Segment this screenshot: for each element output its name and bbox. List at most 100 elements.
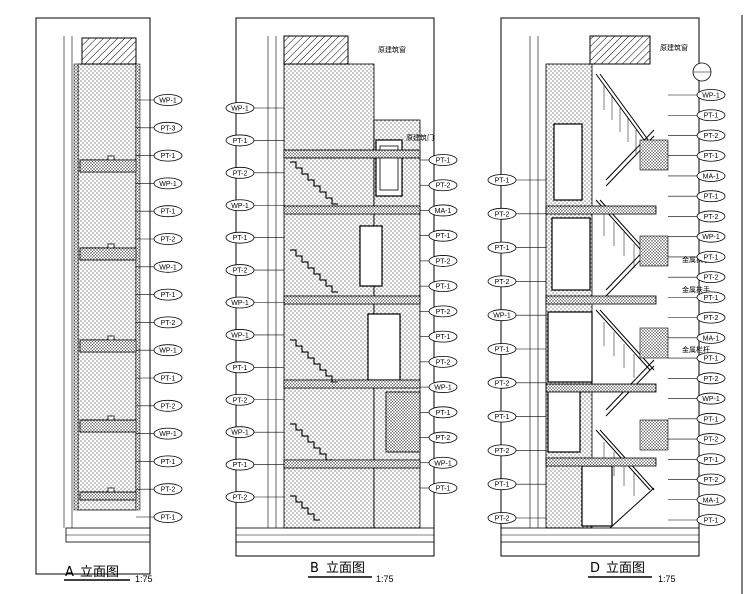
panel-b-title: 立面图	[326, 561, 365, 576]
panel-d-right-tag-ellipse-11	[696, 311, 726, 324]
panel-d-left-tag-ellipse-2	[487, 241, 517, 254]
panel-d-slabs	[545, 205, 657, 467]
panel-d-left-tag-6: PT-2	[495, 380, 510, 387]
panel-a-frame	[35, 17, 151, 575]
panel-b-left-tag-ellipse-12	[225, 491, 255, 503]
panel-a-tag-ellipse-5	[153, 233, 183, 245]
panel-b-window	[283, 35, 349, 65]
panel-b-right-tag-ellipse-0	[428, 154, 458, 166]
panel-d-right-tag-ellipse-2	[696, 129, 726, 142]
panel-a-tag-ellipse-10	[153, 372, 183, 384]
panel-d-right-tag-ellipse-13	[696, 352, 726, 364]
panel-d-side-note-3: 金属栏杆	[682, 345, 710, 354]
panel-a-tag-ellipse-14	[153, 483, 183, 496]
panel-a-tag-8: PT-2	[161, 320, 176, 327]
panel-b-left-tag-2: PT-2	[233, 170, 248, 177]
panel-d-right-tag-ellipse-8	[696, 251, 726, 263]
panel-a-tag-ellipse-0	[153, 94, 183, 106]
panel-a-window	[81, 37, 137, 65]
panel-d-tags: PT-1PT-2PT-1PT-2WP-1PT-1PT-2PT-1PT-2PT-1…	[487, 89, 726, 526]
panel-a-tags: WP-1PT-3PT-1WP-1PT-1PT-2WP-1PT-1PT-2WP-1…	[136, 94, 183, 523]
panel-b: 原建筑窗 原建筑门 WP-1PT-1PT-2WP-1PT-1PT-2WP-1WP…	[225, 17, 458, 584]
panel-d-left-tag-ellipse-6	[487, 376, 517, 389]
panel-b-left-tag-7: WP-1	[231, 332, 249, 339]
panel-d-left-tag-8: PT-2	[495, 448, 510, 455]
panel-a-scale: 1:75	[135, 574, 153, 584]
panel-d-left-tag-ellipse-0	[487, 174, 517, 186]
panel-d-right-tag-ellipse-1	[696, 109, 726, 122]
panel-b-left-tag-3: WP-1	[231, 203, 249, 210]
panel-a-tag-ellipse-1	[153, 121, 183, 134]
panel-d-right-tag-9: PT-2	[704, 275, 719, 282]
panel-d-right-tag-ellipse-5	[696, 190, 726, 203]
panel-d-left-tag-1: PT-2	[495, 211, 510, 218]
panel-b-left-tag-6: WP-1	[231, 300, 249, 307]
panel-a-letter: A	[65, 565, 74, 580]
panel-a-tag-11: PT-2	[161, 403, 176, 410]
panel-b-door-2	[359, 225, 383, 287]
panel-b-right-tag-ellipse-11	[428, 431, 458, 444]
panel-a-tag-ellipse-12	[153, 427, 183, 440]
panel-b-right-tag-12: WP-1	[434, 460, 452, 467]
panel-a-tag-ellipse-15	[153, 511, 183, 523]
panel-a-tag-5: PT-2	[161, 237, 176, 244]
panel-b-right-tag-2: MA-1	[435, 208, 452, 215]
panel-d-right-tag-5: PT-1	[704, 194, 719, 201]
panel-b-tags: WP-1PT-1PT-2WP-1PT-1PT-2WP-1WP-1PT-1PT-2…	[225, 102, 458, 503]
panel-a-tag-7: PT-1	[161, 292, 176, 299]
panel-d-railings	[595, 73, 655, 529]
panel-d-right-tag-16: PT-1	[704, 416, 719, 423]
panel-d-right-tag-ellipse-7	[696, 230, 726, 243]
panel-d-right-tag-12: MA-1	[703, 335, 720, 342]
panel-b-slabs	[283, 149, 421, 469]
panel-b-left-tag-ellipse-2	[225, 166, 255, 179]
panel-d-right-tag-20: MA-1	[703, 497, 720, 504]
panel-b-right-tag-13: PT-1	[436, 486, 451, 493]
panel-d-right-tag-ellipse-9	[696, 271, 726, 284]
panel-d-right-tag-ellipse-15	[696, 392, 726, 405]
panel-b-left-tag-9: PT-2	[233, 397, 248, 404]
panel-d-right-tag-ellipse-14	[696, 372, 726, 385]
panel-b-left-tag-11: PT-1	[233, 462, 248, 469]
panel-b-left-tag-0: WP-1	[231, 106, 249, 113]
panel-d-right-tag-17: PT-2	[704, 437, 719, 444]
panel-b-left-tag-ellipse-5	[225, 264, 255, 276]
panel-d-right-tag-19: PT-2	[704, 477, 719, 484]
panel-a-tag-ellipse-11	[153, 399, 183, 412]
panel-a-tag-14: PT-2	[161, 487, 176, 494]
panel-d-title: 立面图	[606, 561, 645, 576]
panel-d-balusters	[603, 86, 637, 496]
panel-d-right-tag-21: PT-1	[704, 518, 719, 525]
panel-d-left-tag-ellipse-9	[487, 478, 517, 491]
panel-a-tag-15: PT-1	[161, 515, 176, 522]
panel-b-door-3	[367, 313, 401, 381]
panel-d-door-4	[547, 389, 581, 453]
panel-a-tag-1: PT-3	[161, 125, 176, 132]
panel-d-left-tag-7: PT-1	[495, 414, 510, 421]
panel-a-tag-ellipse-13	[153, 455, 183, 468]
panel-b-right-tag-ellipse-6	[428, 305, 458, 318]
panel-b-left-tag-5: PT-2	[233, 268, 248, 275]
panel-a-tag-4: PT-1	[161, 209, 176, 216]
panel-b-left-tag-ellipse-3	[225, 199, 255, 212]
panel-a-tag-6: WP-1	[159, 264, 177, 271]
panel-d-door-1	[553, 123, 583, 201]
panel-a-tag-ellipse-3	[153, 177, 183, 190]
panel-d-right-tag-7: WP-1	[702, 234, 720, 241]
panel-b-left-tag-ellipse-8	[225, 361, 255, 374]
panel-a-floor-bands	[79, 155, 137, 501]
panel-d-right-tag-0: WP-1	[702, 93, 720, 100]
panel-d-scale: 1:75	[658, 574, 676, 584]
panel-d-right-tag-1: PT-1	[704, 113, 719, 120]
panel-b-left-tag-ellipse-9	[225, 393, 255, 406]
panel-b-right-tag-ellipse-1	[428, 179, 458, 192]
panel-d-right-tag-18: PT-1	[704, 457, 719, 464]
panel-b-left-tag-ellipse-4	[225, 231, 255, 244]
panel-b-stairs	[290, 161, 338, 521]
panel-b-right-tag-ellipse-4	[428, 255, 458, 267]
panel-d-right-tag-10: PT-1	[704, 295, 719, 302]
panel-a-tag-10: PT-1	[161, 376, 176, 383]
panel-b-right-tag-6: PT-2	[436, 309, 451, 316]
panel-d-right-tag-ellipse-3	[696, 149, 726, 162]
